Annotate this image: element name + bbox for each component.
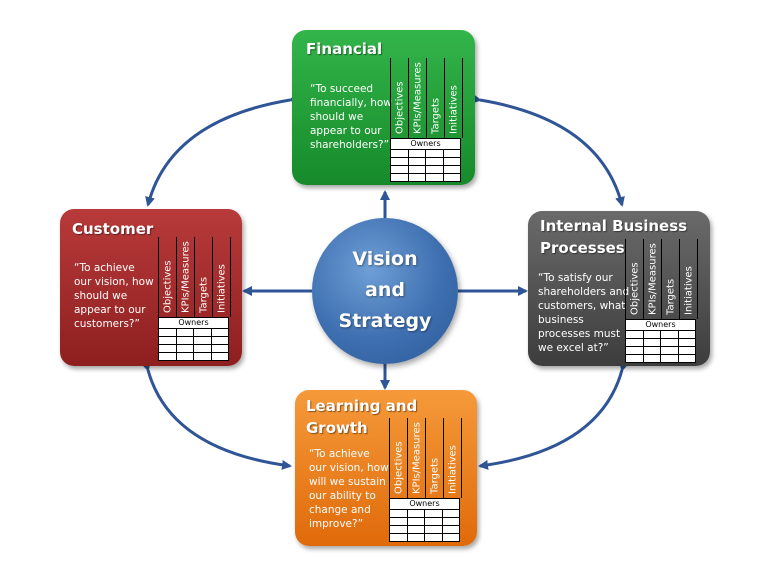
internal-quote: “To satisfy our shareholders and custome… [538,272,630,354]
kpi-column-label: Objectives [394,81,405,134]
owners-row [390,510,459,518]
owners-label: Owners [391,139,460,150]
owners-row [159,353,228,360]
owners-row [159,329,228,337]
vision-strategy-label: Vision and Strategy [338,248,432,332]
kpi-column: Initiatives [680,239,698,319]
owners-row [390,534,459,541]
kpi-column: Targets [427,58,445,138]
owners-row [390,518,459,526]
kpi-column-headers: Objectives KPIs/Measures Targets Initiative… [158,237,231,317]
kpi-column: KPIs/Measures [644,239,662,319]
kpi-column-label: Targets [430,97,441,134]
arc-internal-learning [478,360,629,470]
kpi-column-label: KPIs/Measures [411,422,422,494]
learning-quote: “To achieve our vision, how will we sust… [309,448,389,530]
vision-strategy-circle: Vision and Strategy [312,218,458,364]
learning-growth-box: Learning and Growth “To achieve our visi… [295,390,477,546]
kpi-column-headers: Objectives KPIs/Measures Targets Initiative… [389,418,462,498]
customer-kpi-table: Objectives KPIs/Measures Targets Initiative… [158,237,231,361]
owners-row [626,347,695,355]
arc-financial-customer [145,93,299,207]
learning-kpi-table: Objectives KPIs/Measures Targets Initiative… [389,418,462,542]
kpi-column-label: Objectives [162,260,173,313]
kpi-column: KPIs/Measures [408,418,426,498]
owners-table: Owners [390,138,461,182]
owners-label: Owners [390,499,459,510]
arc-customer-learning [141,360,292,470]
kpi-column-label: Objectives [629,262,640,315]
arc-financial-internal [471,93,625,207]
kpi-column-label: KPIs/Measures [180,241,191,313]
kpi-column-label: Targets [198,276,209,313]
kpi-column: Objectives [389,418,408,498]
kpi-column-label: Initiatives [216,264,227,313]
financial-quote: “To succeed financially, how should we a… [310,83,392,151]
kpi-column: Targets [662,239,680,319]
kpi-column-label: Targets [429,457,440,494]
customer-quote: “To achieve our vision, how should we ap… [74,262,154,330]
owners-row [391,174,460,181]
financial-perspective-box: Financial “To succeed financially, how s… [292,30,475,185]
kpi-column: Objectives [625,239,644,319]
kpi-column: Initiatives [444,418,462,498]
kpi-column-label: Initiatives [447,445,458,494]
kpi-column-label: Initiatives [448,85,459,134]
owners-row [626,339,695,347]
owners-row [626,331,695,339]
internal-title: Internal Business Processes [540,217,688,257]
kpi-column: Initiatives [213,237,231,317]
kpi-column-label: Objectives [393,441,404,494]
learning-title: Learning and Growth [306,397,418,437]
kpi-column: Objectives [158,237,177,317]
owners-table: Owners [625,319,696,363]
internal-business-processes-box: Internal Business Processes “To satisfy … [528,211,710,366]
financial-title: Financial [306,40,383,58]
owners-label: Owners [159,318,228,329]
owners-row [391,158,460,166]
owners-row [391,150,460,158]
owners-row [390,526,459,534]
owners-label: Owners [626,320,695,331]
kpi-column: KPIs/Measures [177,237,195,317]
kpi-column-headers: Objectives KPIs/Measures Targets Initiative… [390,58,463,138]
owners-row [626,355,695,362]
owners-row [159,345,228,353]
kpi-column: KPIs/Measures [409,58,427,138]
customer-perspective-box: Customer “To achieve our vision, how sho… [60,209,242,366]
kpi-column: Objectives [390,58,409,138]
financial-kpi-table: Objectives KPIs/Measures Targets Initiative… [390,58,463,182]
kpi-column: Initiatives [445,58,463,138]
kpi-column-label: KPIs/Measures [412,62,423,134]
customer-title: Customer [72,220,154,238]
kpi-column-headers: Objectives KPIs/Measures Targets Initiative… [625,239,698,319]
kpi-column: Targets [426,418,444,498]
owners-table: Owners [158,317,229,361]
kpi-column-label: Initiatives [683,266,694,315]
kpi-column-label: KPIs/Measures [647,243,658,315]
internal-kpi-table: Objectives KPIs/Measures Targets Initiative… [625,239,698,363]
owners-row [391,166,460,174]
owners-row [159,337,228,345]
owners-table: Owners [389,498,460,542]
kpi-column: Targets [195,237,213,317]
kpi-column-label: Targets [665,278,676,315]
